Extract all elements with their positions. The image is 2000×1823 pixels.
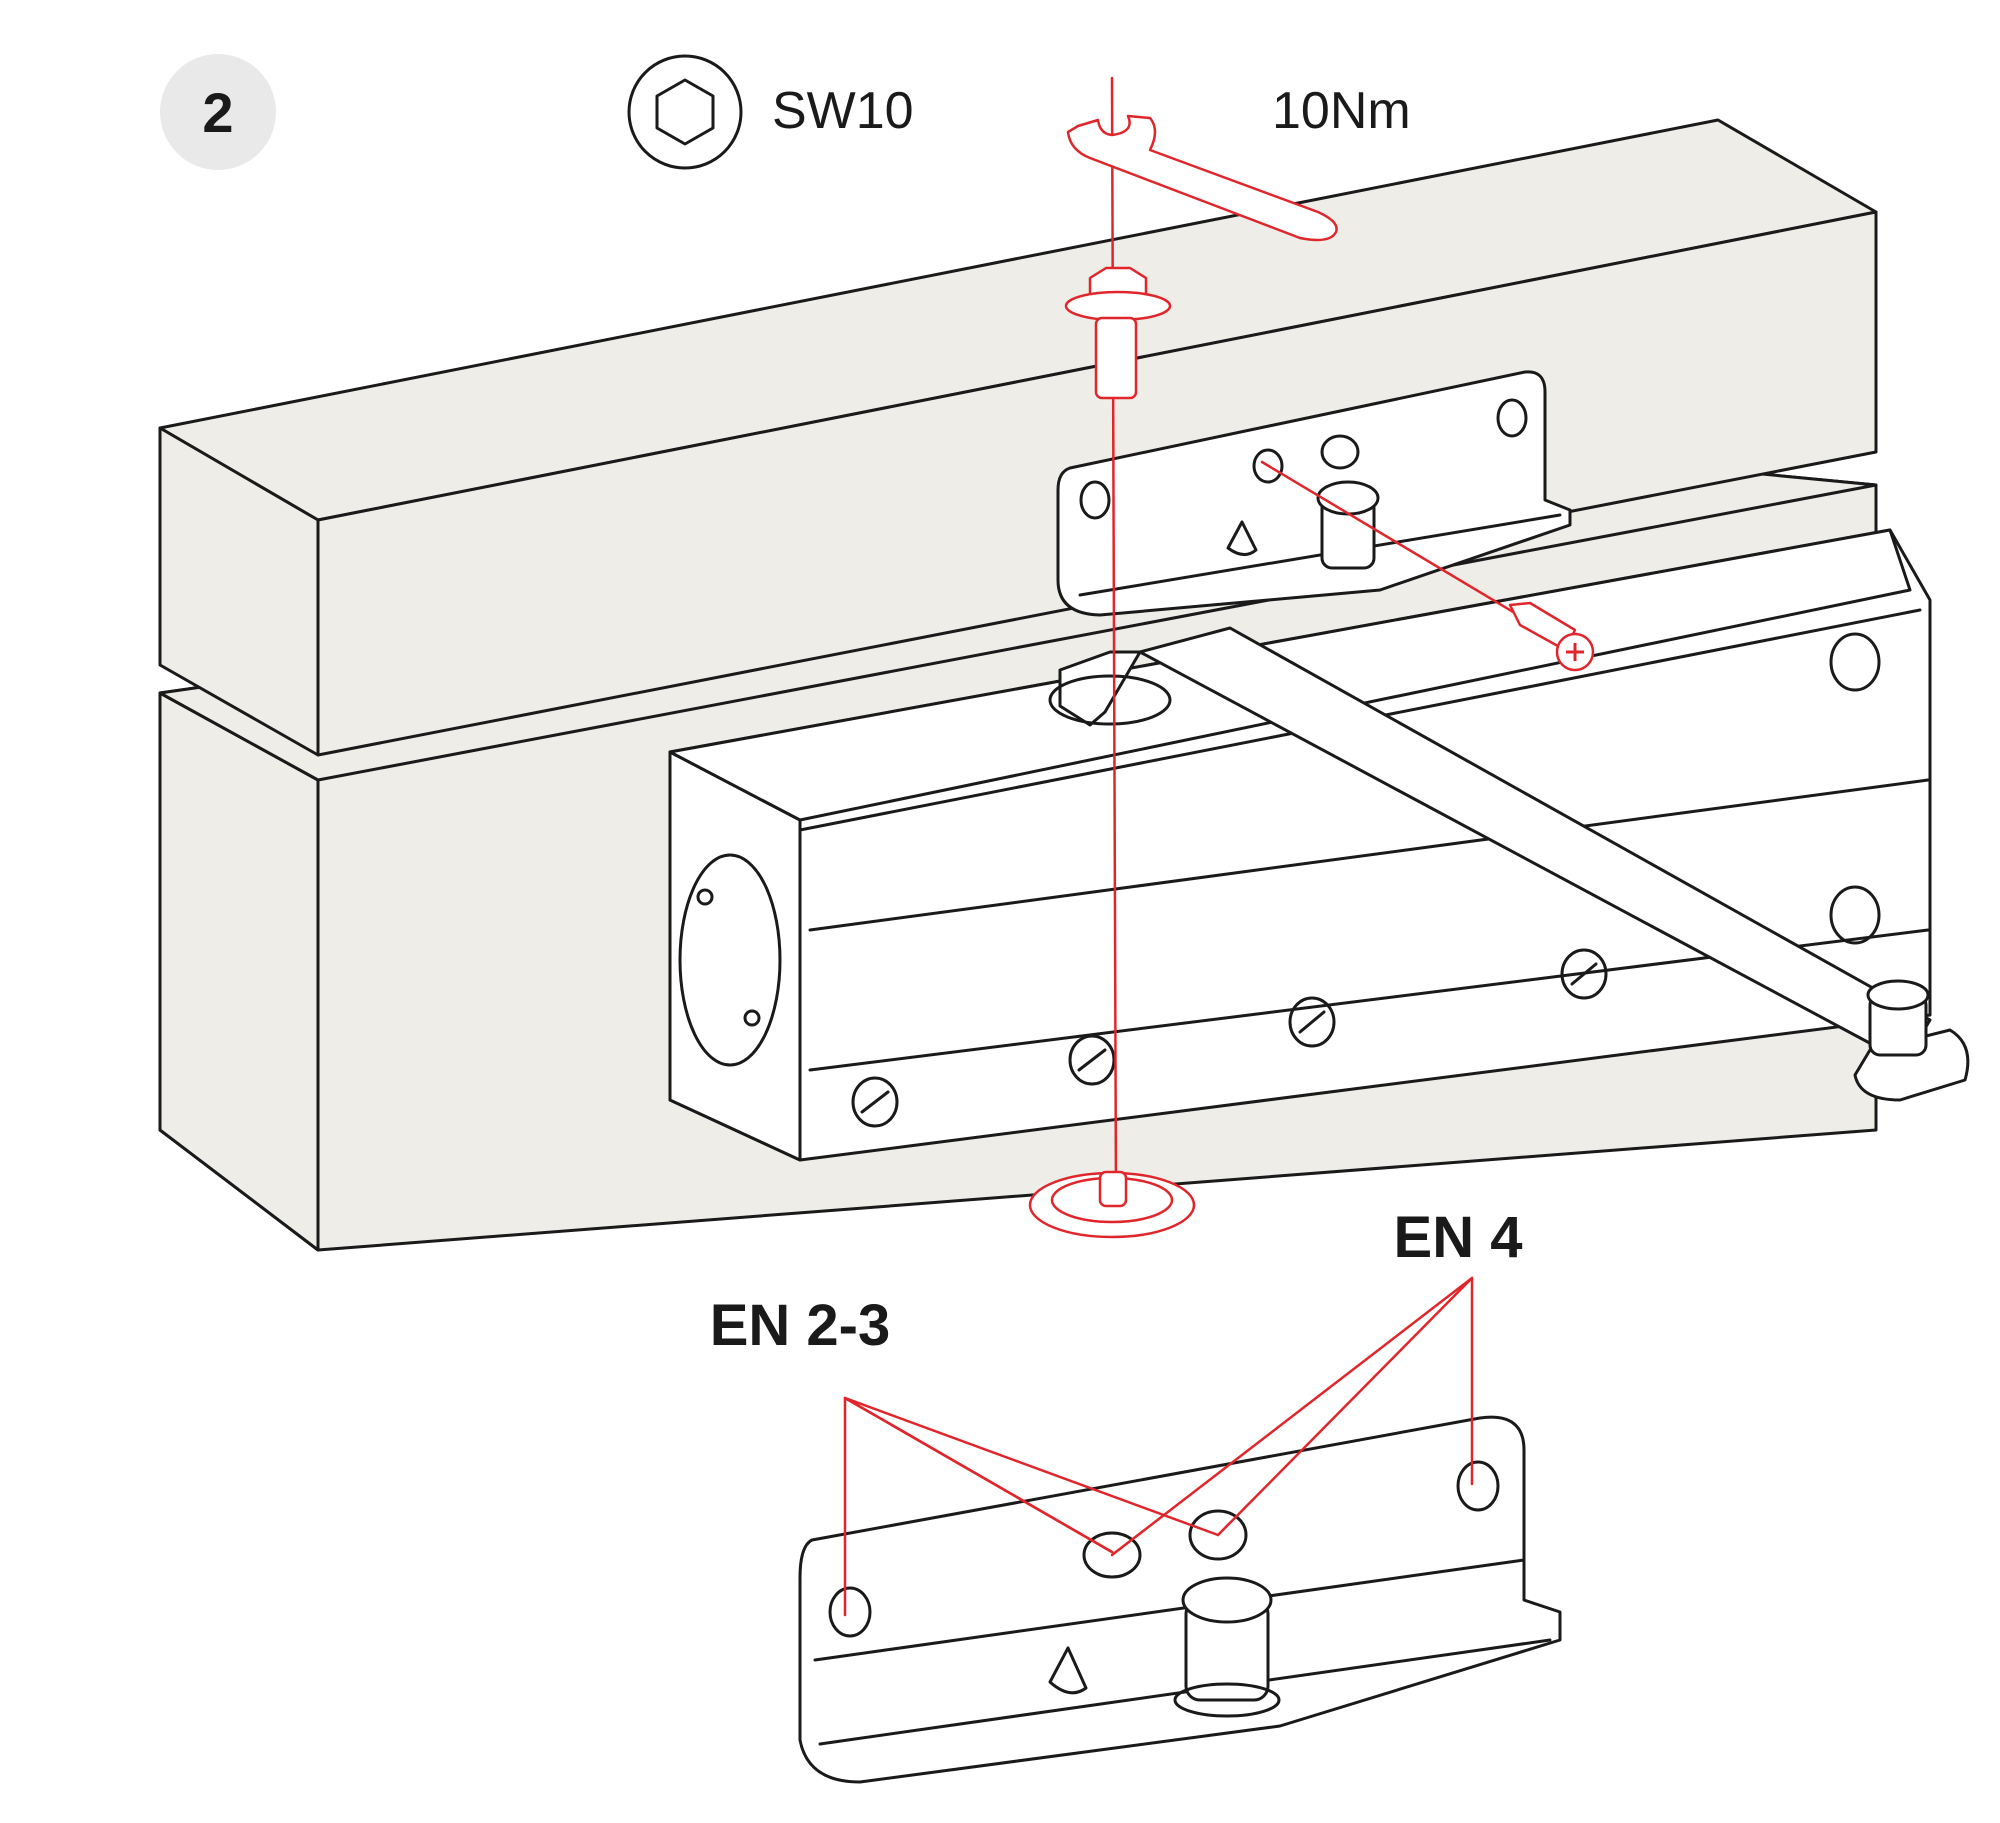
hex-socket-icon (627, 54, 743, 170)
torque-label: 10Nm (1272, 82, 1411, 140)
door-closer-body (668, 528, 1932, 1162)
adjustment-screw-icon (1288, 996, 1336, 1048)
pivot-stud (1316, 480, 1380, 570)
hole-en4-right (1456, 1460, 1500, 1512)
step-number: 2 (202, 81, 233, 144)
closer-arm (1048, 626, 1970, 1102)
adjustment-screw-icon (1068, 1034, 1116, 1086)
detail-pivot-stud (1173, 1576, 1281, 1718)
callout-en4: EN 4 (1394, 1205, 1523, 1270)
end-cap (678, 853, 782, 1067)
adjustment-screw-icon (1560, 948, 1608, 1000)
wrench-icon (1066, 114, 1338, 242)
step-badge: 2 (160, 54, 276, 170)
tool-size-label: SW10 (772, 82, 914, 140)
assembly-guides (1110, 76, 1562, 1202)
hole-en23-left (828, 1586, 872, 1638)
mount-hole (1829, 632, 1881, 692)
callout-en23: EN 2-3 (710, 1293, 891, 1358)
wood-screw-icon (1508, 601, 1595, 672)
screw-axis (1260, 460, 1562, 642)
arm-stud (1866, 979, 1930, 1057)
adjustment-screw-icon (851, 1076, 899, 1128)
detail-plate (798, 1415, 1562, 1784)
mount-hole (1829, 885, 1881, 945)
hex-bolt-icon (1064, 266, 1172, 400)
callout-leaders (843, 1276, 1474, 1617)
assembly-axis (1110, 76, 1118, 1202)
cover-cap-icon (1028, 1170, 1196, 1239)
